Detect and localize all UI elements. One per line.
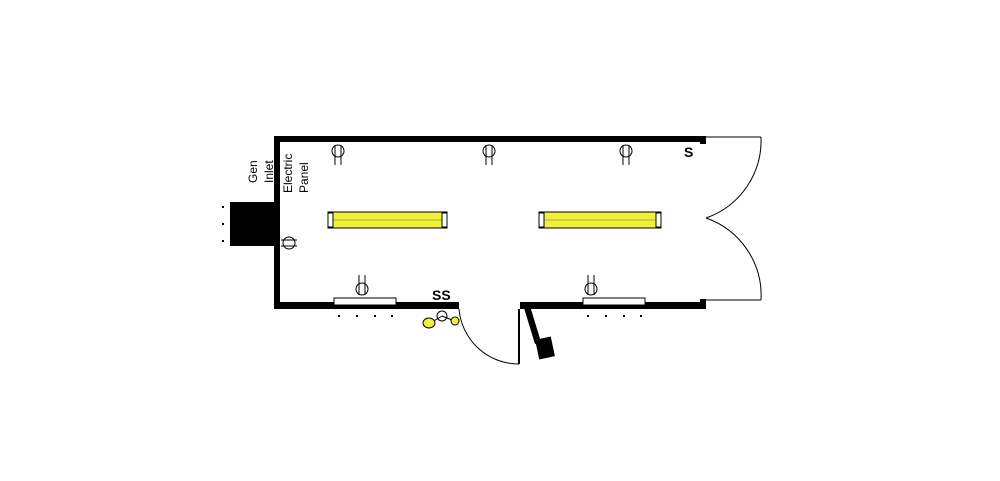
top-wall xyxy=(274,136,706,142)
double-door xyxy=(705,136,762,301)
baseboard-heater xyxy=(582,297,646,317)
right-wall-bottom-stub xyxy=(700,299,706,309)
generator-inlet xyxy=(222,202,274,246)
floodlight xyxy=(422,310,460,329)
label-gen-inlet: Gen Inlet xyxy=(246,160,276,183)
generator-inlet-box xyxy=(230,202,274,246)
outlet xyxy=(619,144,633,165)
outlet xyxy=(584,275,598,296)
label-electric-panel: Electric Panel xyxy=(281,154,311,193)
inlet-pin xyxy=(222,206,224,208)
gen-inlet-text-1: Gen xyxy=(246,160,260,183)
ceiling-light xyxy=(327,211,448,229)
outlet xyxy=(331,144,345,165)
baseboard-heater xyxy=(333,297,397,317)
right-wall-top-stub xyxy=(700,136,706,144)
inlet-pin xyxy=(222,223,224,225)
outlet xyxy=(355,275,369,296)
outlet xyxy=(482,144,496,165)
door-swing-upper xyxy=(705,136,762,219)
left-wall xyxy=(274,136,280,309)
electric-panel-text-2: Panel xyxy=(297,162,311,193)
electric-panel-text-1: Electric xyxy=(281,154,295,193)
switch-label-s: S xyxy=(684,144,693,160)
door-swing-lower xyxy=(705,217,762,301)
ceiling-light xyxy=(538,211,662,229)
exterior-box xyxy=(524,306,555,360)
inlet-pin xyxy=(222,240,224,242)
entry-door-swing xyxy=(458,308,520,365)
outlet xyxy=(281,236,297,250)
gen-inlet-text-2: Inlet xyxy=(262,160,276,183)
entry-door xyxy=(458,308,520,365)
switch-label-ss: SS xyxy=(432,287,451,303)
